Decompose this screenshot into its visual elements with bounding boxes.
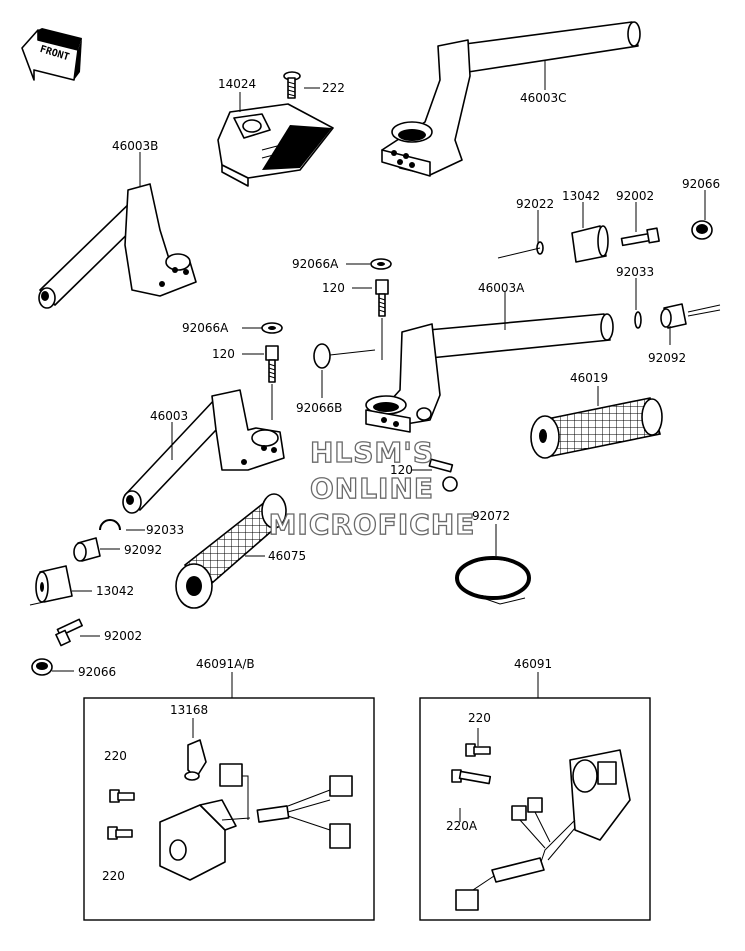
- cap-92066-low: [31, 658, 53, 676]
- label-46019: 46019: [570, 371, 608, 385]
- label-92066A-top: 92066A: [292, 257, 339, 271]
- label-46091AB: 46091A/B: [196, 657, 255, 671]
- label-120-mid: 120: [212, 347, 235, 361]
- label-13042-top: 13042: [562, 189, 600, 203]
- label-220-b: 220: [102, 869, 125, 883]
- screw-220A: [451, 769, 492, 785]
- washer-92066A-top: [370, 258, 392, 270]
- watermark-line1: HLSM'S: [310, 436, 434, 469]
- label-92066-top: 92066: [682, 177, 720, 191]
- cap-92092-low: [73, 537, 101, 562]
- label-120-top: 120: [322, 281, 345, 295]
- plug-92066B: [313, 343, 376, 369]
- label-14024: 14024: [218, 77, 256, 91]
- label-220-c: 220: [468, 711, 491, 725]
- label-92066B: 92066B: [296, 401, 342, 415]
- label-92033-low: 92033: [146, 523, 184, 537]
- screw-220-b: [107, 826, 133, 840]
- watermark: HLSM'S ONLINE MICROFICHE: [268, 435, 476, 541]
- bracket-14024: [217, 103, 334, 187]
- switch-box-46091: [419, 697, 651, 921]
- label-92066A-mid: 92066A: [182, 321, 229, 335]
- switch-box-46091AB: [83, 697, 375, 921]
- grip-46019: [530, 397, 663, 459]
- leader-lines: [52, 60, 706, 822]
- label-92002-low: 92002: [104, 629, 142, 643]
- label-92066-low: 92066: [78, 665, 116, 679]
- label-92002-top: 92002: [616, 189, 654, 203]
- label-13042-low: 13042: [96, 584, 134, 598]
- handlebar-46003: [122, 389, 285, 514]
- washer-92066A-mid: [261, 322, 283, 334]
- ring-92033-low: [99, 519, 121, 531]
- cap-92092-top: [660, 303, 721, 329]
- collar-13042-low: [29, 565, 73, 606]
- label-92092-top: 92092: [648, 351, 686, 365]
- watermark-line2: ONLINE: [310, 472, 434, 505]
- bolt-92002-low: [55, 618, 83, 647]
- label-220A: 220A: [446, 819, 478, 833]
- label-46003C: 46003C: [520, 91, 567, 105]
- band-92072: [455, 556, 531, 605]
- ring-92033-top: [634, 311, 642, 329]
- label-92072: 92072: [472, 509, 510, 523]
- bolt-92002-top: [620, 227, 660, 247]
- washer-92022: [497, 241, 544, 259]
- bolt-120-top: [375, 279, 389, 360]
- bolt-120-mid: [265, 345, 279, 420]
- handlebar-46003A: [365, 313, 614, 433]
- label-46091: 46091: [514, 657, 552, 671]
- label-220-a: 220: [104, 749, 127, 763]
- part-labels: 14024 222 46003C 46003B 92022 13042 9200…: [78, 77, 720, 883]
- watermark-line3: MICROFICHE: [269, 508, 476, 541]
- label-46003A: 46003A: [478, 281, 525, 295]
- screw-220-a: [109, 789, 135, 803]
- label-120-low: 120: [390, 463, 413, 477]
- collar-13042-top: [571, 225, 609, 263]
- grip-46075: [175, 493, 287, 609]
- label-92092-low: 92092: [124, 543, 162, 557]
- screw-222: [283, 71, 301, 99]
- label-13168: 13168: [170, 703, 208, 717]
- label-92033-top: 92033: [616, 265, 654, 279]
- cap-92066-top: [691, 220, 713, 240]
- front-arrow-icon: FRONT: [21, 28, 82, 81]
- label-46003: 46003: [150, 409, 188, 423]
- label-46003B: 46003B: [112, 139, 158, 153]
- handlebar-46003C: [381, 21, 641, 177]
- label-46075: 46075: [268, 549, 306, 563]
- label-222: 222: [322, 81, 345, 95]
- label-92022: 92022: [516, 197, 554, 211]
- handlebar-46003B: [38, 183, 197, 309]
- bolt-120-low: [428, 458, 458, 492]
- screw-220-c: [465, 743, 491, 757]
